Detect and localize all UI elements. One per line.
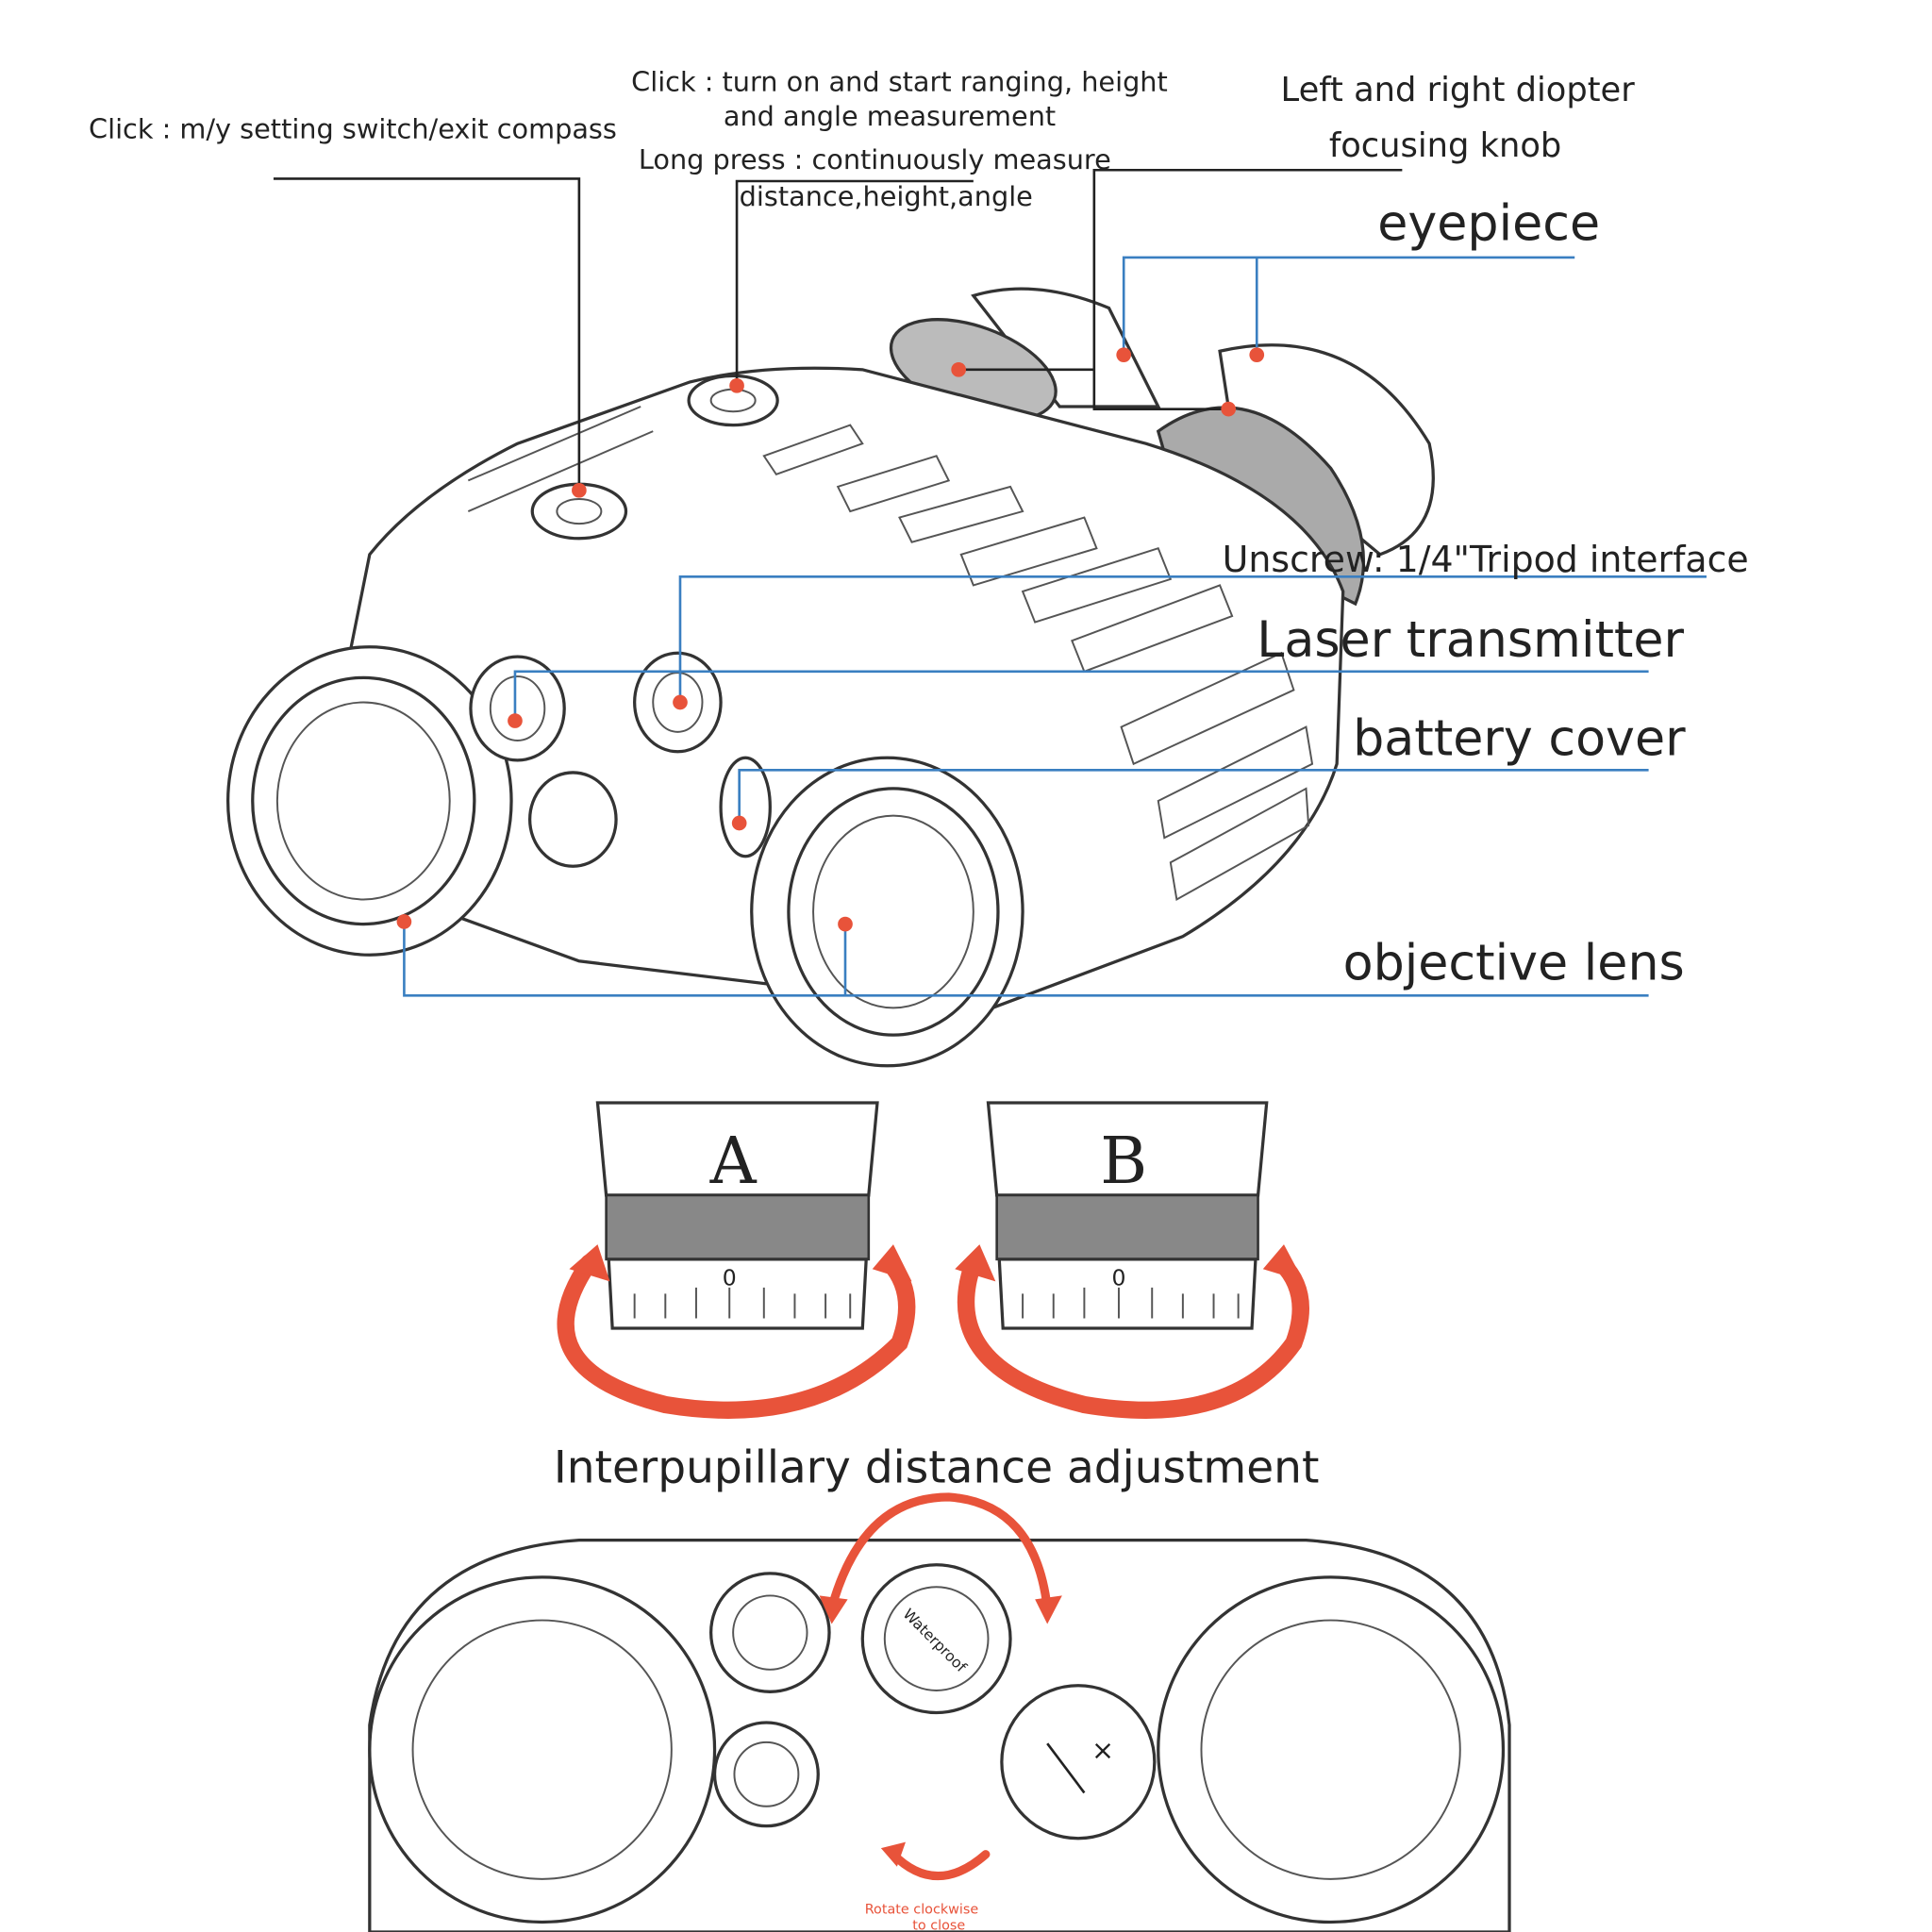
marker-left-objective [396, 914, 412, 929]
scale-zero-b: 0 [1111, 1264, 1125, 1291]
front-right-lens [1200, 1619, 1461, 1880]
rotation-arrows [557, 1244, 1309, 1419]
binocular-top-view [226, 287, 1435, 1068]
marker-laser [508, 713, 523, 728]
body-detail [467, 406, 654, 512]
label-rotate-2: to close [912, 1918, 965, 1932]
letter-a: A [709, 1124, 758, 1199]
label-ipd: Interpupillary distance adjustment [554, 1441, 1320, 1493]
marker-left-eyepiece [1116, 347, 1132, 362]
letter-b: B [1100, 1124, 1147, 1199]
leaders-blue [403, 256, 1707, 997]
front-left-lens [411, 1619, 673, 1880]
ipd-arrowhead-left [819, 1595, 848, 1624]
marker-battery [731, 815, 747, 831]
label-objective: objective lens [1343, 935, 1685, 991]
markers [396, 347, 1265, 932]
front-laser-receiver [712, 1721, 820, 1828]
marker-power [729, 377, 744, 393]
label-diopter-2: focusing knob [1329, 126, 1561, 165]
battery-x-mark: × [1091, 1734, 1114, 1766]
arrowhead-a-left [569, 1244, 610, 1282]
right-eyecup [1218, 343, 1435, 557]
marker-left-diopter [951, 362, 966, 377]
right-objective-inner [812, 814, 974, 1009]
grip-ribs [762, 424, 1314, 902]
arrow-a [557, 1254, 916, 1419]
battery-slot [1046, 1742, 1086, 1794]
eyepiece-b: B 0 [986, 1101, 1269, 1330]
label-compass-button: Click : m/y setting switch/exit compass [89, 112, 617, 144]
laser-transmitter [469, 655, 566, 762]
scale-ring-b [997, 1257, 1257, 1330]
left-objective-inner [275, 701, 451, 901]
marker-right-objective [838, 916, 853, 932]
label-power-long-2: distance,height,angle [740, 180, 1033, 212]
front-battery-cover [1000, 1684, 1157, 1840]
ipd-arrowhead-right [1035, 1595, 1062, 1624]
scale-zero-a: 0 [723, 1264, 737, 1291]
arrow-b [957, 1254, 1309, 1419]
marker-compass [572, 483, 587, 498]
laser-receiver [527, 771, 618, 868]
ipd-arrow [827, 1492, 1052, 1613]
right-objective-lens [787, 787, 1000, 1037]
marker-right-eyepiece [1249, 347, 1265, 362]
label-power-long-1: Long press : continuously measure [639, 143, 1111, 175]
label-battery: battery cover [1353, 711, 1686, 768]
label-power-click-2: and angle measurement [724, 100, 1056, 132]
arrowhead-b-right [1262, 1244, 1304, 1282]
marker-right-diopter [1221, 401, 1237, 417]
label-laser: Laser transmitter [1257, 612, 1684, 669]
binocular-front-view: Waterproof × [368, 1492, 1511, 1932]
compass-button-inner [556, 498, 603, 525]
power-button [687, 374, 779, 427]
front-right-objective [1157, 1575, 1506, 1924]
knurled-ring-b [995, 1193, 1259, 1261]
leaders-black [273, 168, 1403, 491]
label-eyepiece: eyepiece [1377, 196, 1600, 253]
laser-transmitter-lens [489, 675, 546, 741]
left-objective-lens [251, 675, 476, 926]
rotate-arrow [889, 1850, 991, 1881]
knurled-ring-a [605, 1193, 871, 1261]
front-left-objective [368, 1575, 717, 1924]
label-tripod: Unscrew: 1/4"Tripod interface [1223, 539, 1749, 580]
battery-cover [719, 756, 772, 858]
arrowhead-b-left [955, 1244, 996, 1282]
label-power-click-1: Click : turn on and start ranging, heigh… [631, 66, 1168, 98]
label-rotate-1: Rotate clockwise [865, 1902, 979, 1917]
left-eyecup [971, 287, 1161, 408]
label-diopter-1: Left and right diopter [1281, 71, 1636, 109]
front-laser-transmitter [708, 1572, 831, 1693]
scale-ring-a [607, 1257, 868, 1330]
marker-tripod [673, 694, 688, 710]
rotate-arrowhead [880, 1841, 906, 1867]
eyepiece-a: A 0 [595, 1101, 879, 1330]
arrowhead-a-right [872, 1244, 912, 1282]
